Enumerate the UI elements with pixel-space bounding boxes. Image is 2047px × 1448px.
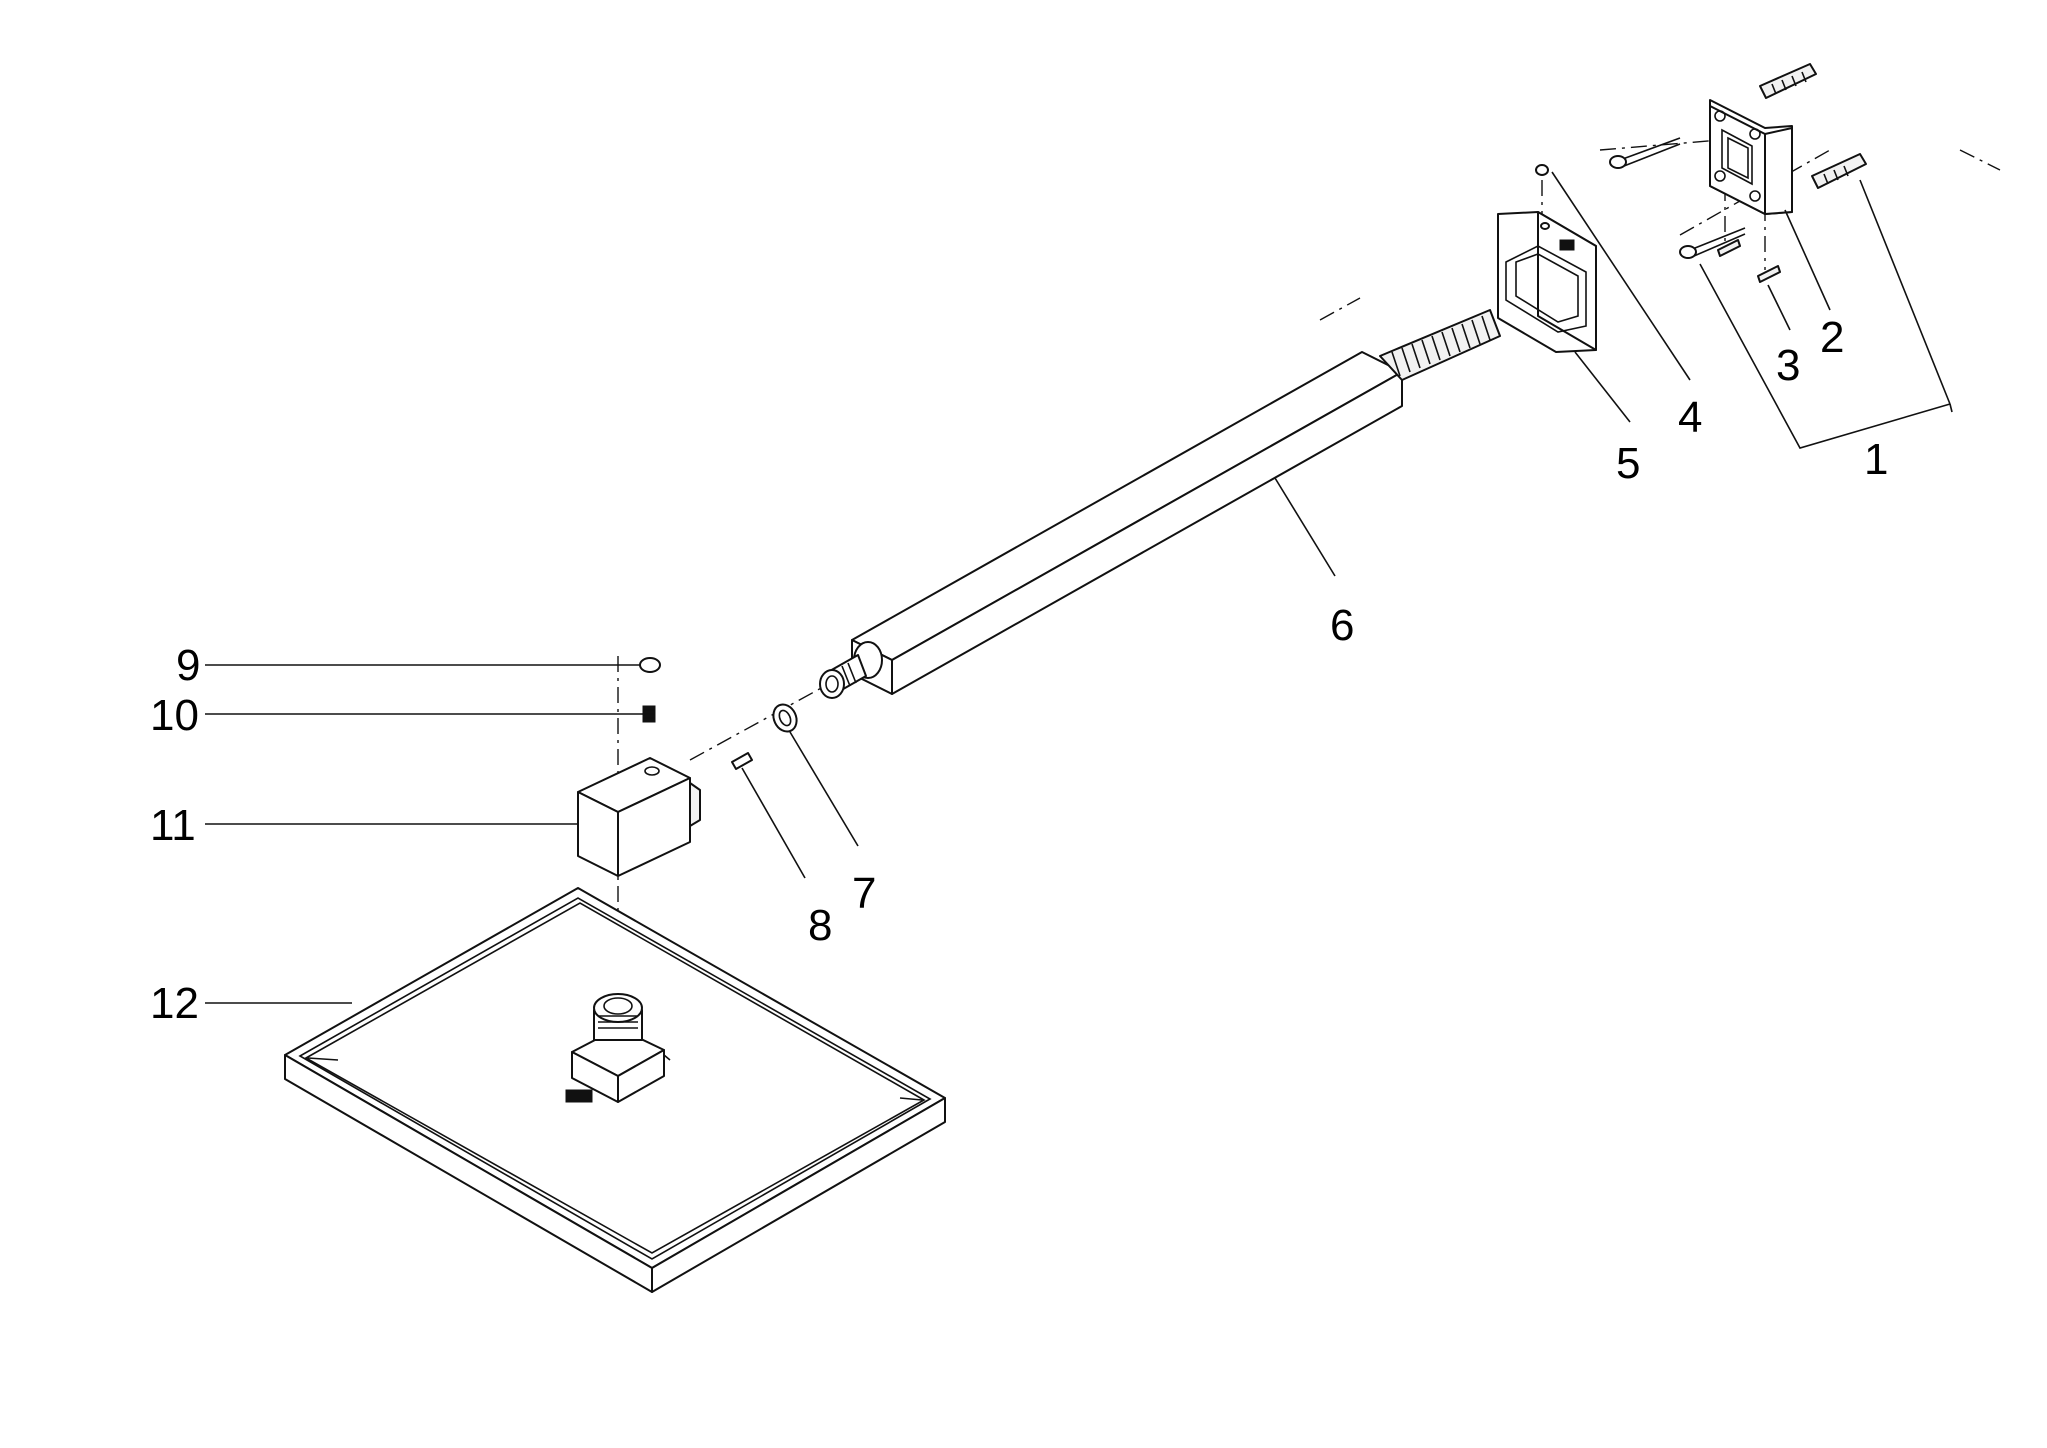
callout-labels: 1 2 3 4 5 6 7 8 9 10 11 12 (150, 313, 1888, 1028)
callout-4: 4 (1678, 393, 1702, 442)
part-5-wall-rosette (1497, 211, 1597, 353)
callout-10: 10 (150, 691, 199, 740)
part-7-o-ring (772, 703, 798, 733)
leader-lines (205, 171, 1953, 1004)
part-3-threaded-studs (1717, 239, 1781, 283)
callout-11: 11 (150, 801, 196, 850)
callout-9: 9 (176, 641, 200, 690)
callout-5: 5 (1616, 439, 1640, 488)
part-11-elbow-block (577, 757, 701, 877)
callout-8: 8 (808, 901, 832, 950)
callout-12: 12 (150, 979, 199, 1028)
assembly-axes (617, 139, 2001, 1000)
part-9-cover-cap (639, 657, 661, 673)
callout-1: 1 (1864, 435, 1888, 484)
part-1-fixing-kit (1609, 63, 1867, 259)
part-2-wall-bracket (1709, 99, 1793, 215)
part-8-pin (731, 752, 753, 770)
part-6-shower-arm (819, 309, 1501, 699)
callout-2: 2 (1820, 313, 1844, 362)
callout-6: 6 (1330, 601, 1354, 650)
part-4-set-screw (1535, 164, 1549, 176)
part-12-shower-plate (284, 887, 946, 1293)
callout-3: 3 (1776, 341, 1800, 390)
part-10-grub-screw (642, 705, 656, 723)
callout-7: 7 (852, 869, 876, 918)
